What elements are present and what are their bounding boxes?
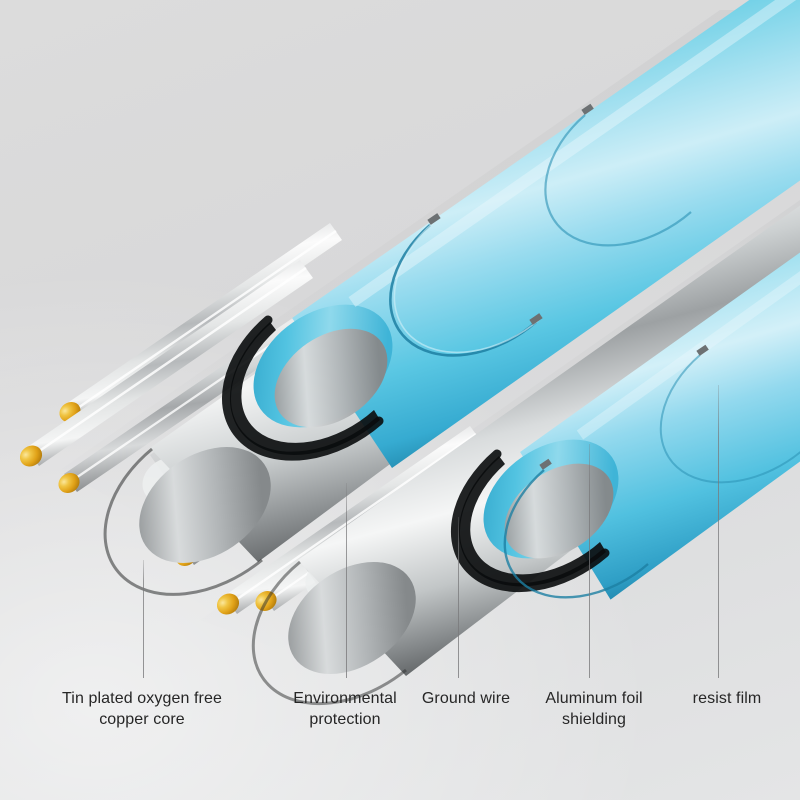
jacket-seam-band <box>544 103 692 247</box>
leader-line-aluminum-foil-shielding <box>589 444 590 678</box>
upper-cable <box>19 0 800 615</box>
outer-jacket-blue <box>292 0 800 468</box>
foil-cut-face <box>139 447 271 563</box>
callout-label-aluminum-foil-shielding: Aluminum foil shielding <box>545 690 643 728</box>
callout-label-environmental-protection: Environmental protection <box>293 690 397 728</box>
jacket-highlight <box>348 0 797 307</box>
leader-line-environmental-protection <box>346 483 347 678</box>
callout-label-tin-plated-copper-core: Tin plated oxygen free copper core <box>62 690 222 728</box>
jacket-highlight <box>576 271 800 440</box>
leader-line-resist-film <box>718 385 719 678</box>
jacket-cut-end <box>450 439 619 593</box>
conductor-wire <box>216 426 483 615</box>
callout-label-ground-wire: Ground wire <box>421 690 511 707</box>
jacket-cut-end <box>221 304 393 461</box>
conductor-wire <box>19 260 313 467</box>
callout-label-resist-film: resist film <box>692 690 762 707</box>
jacket-seam-band <box>659 344 800 484</box>
leader-line-tin-plated-copper-core <box>143 560 144 678</box>
jacket-seam-band <box>503 458 649 599</box>
leader-line-ground-wire <box>458 517 459 678</box>
outer-jacket-blue <box>520 110 800 600</box>
lower-cable <box>251 110 800 706</box>
jacket-seam-band <box>389 213 543 357</box>
foil-cut-face <box>288 561 416 675</box>
